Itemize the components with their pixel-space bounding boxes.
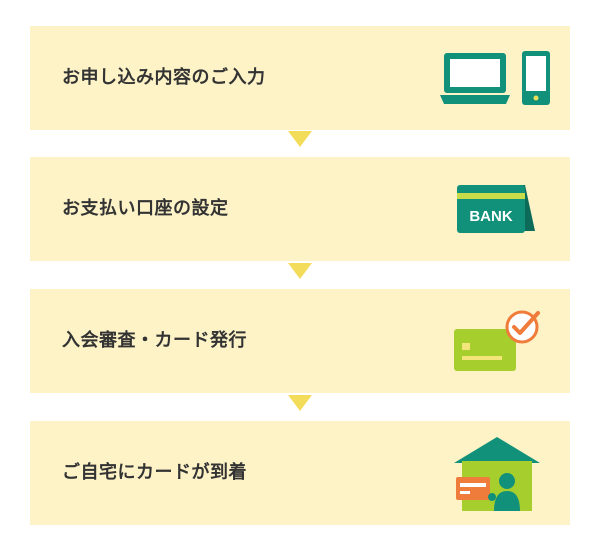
computer-and-phone-icon — [440, 51, 550, 105]
bank-book-icon: BANK — [457, 185, 535, 233]
step-label: 入会審査・カード発行 — [62, 330, 247, 351]
house-card-icon — [454, 437, 540, 511]
step-label: お申し込み内容のご入力 — [62, 67, 266, 88]
flow-arrow — [288, 263, 312, 279]
step-label: お支払い口座の設定 — [62, 198, 229, 219]
flow-arrow — [288, 395, 312, 411]
bank-text: BANK — [469, 208, 512, 225]
step-payment-account: お支払い口座の設定 BANK — [30, 157, 570, 261]
step-card-delivery: ご自宅にカードが到着 — [30, 421, 570, 525]
card-check-icon — [454, 310, 540, 371]
step-label: ご自宅にカードが到着 — [62, 462, 247, 483]
step-application-input: お申し込み内容のご入力 — [30, 26, 570, 130]
step-review-and-issue: 入会審査・カード発行 — [30, 289, 570, 393]
flow-arrow — [288, 131, 312, 147]
